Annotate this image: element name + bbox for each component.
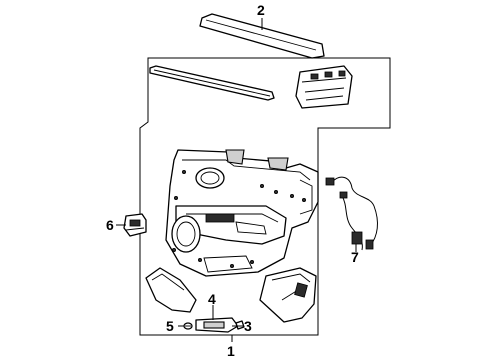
callout-7: 7 [351, 249, 359, 265]
callout-6: 6 [106, 217, 114, 233]
callout-5: 5 [166, 318, 174, 334]
pull-handle-bracket [295, 65, 353, 109]
part-6-switch [123, 213, 147, 237]
callout-3: 3 [244, 318, 252, 334]
assembly-outline [139, 57, 391, 336]
part-4-inside-handle [195, 317, 239, 333]
part-7-wiring-harness [325, 176, 378, 251]
callout-1: 1 [227, 343, 235, 359]
part-3-handle-clip [235, 320, 245, 330]
callout-2: 2 [257, 2, 265, 18]
part-2-belt-molding [199, 13, 325, 59]
lower-trim-piece [145, 267, 197, 313]
part-5-screw [183, 322, 193, 330]
lower-right-trim-piece [259, 267, 317, 323]
belt-weatherstrip [149, 65, 275, 101]
callout-4: 4 [208, 291, 216, 307]
part-1-door-trim-panel [165, 149, 319, 277]
